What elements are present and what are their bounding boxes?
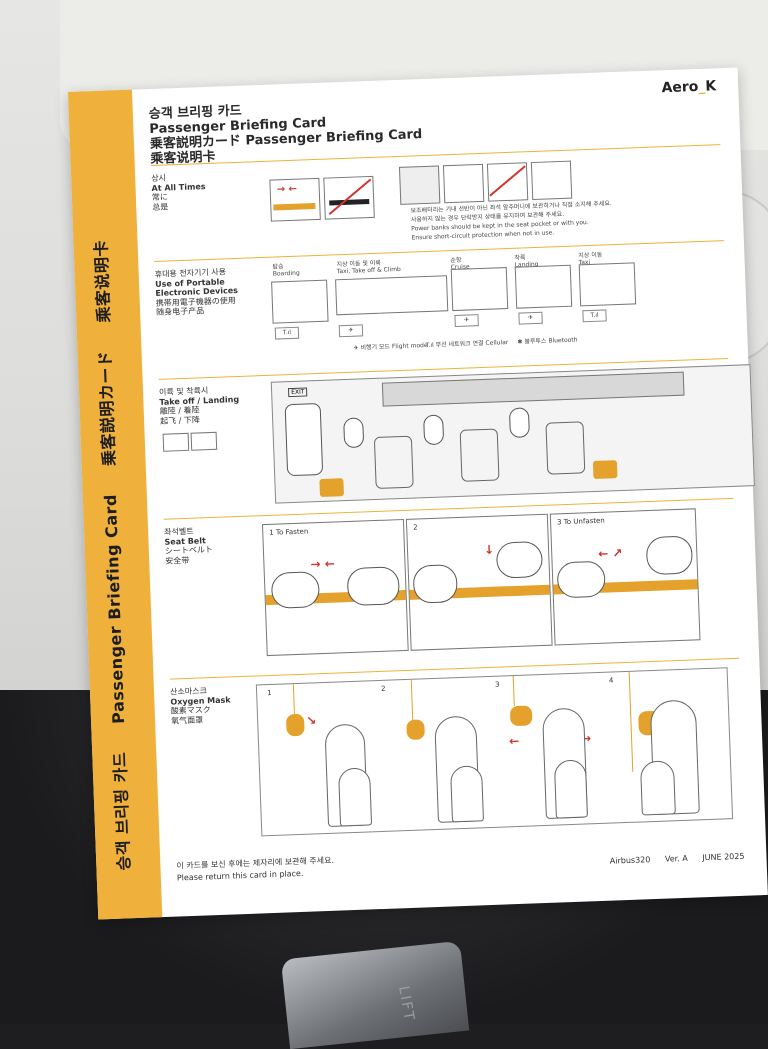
- section-title: 좌석벨트 Seat Belt シートベルト 安全带: [164, 526, 213, 566]
- bag-under-seat: [319, 478, 344, 498]
- card-version: Ver. A: [664, 853, 688, 864]
- child-figure: [553, 759, 588, 819]
- seat-belt-buckle: [280, 940, 470, 1049]
- hand: [556, 560, 606, 599]
- oxygen-mask: [285, 713, 305, 737]
- airline-logo: Aero_K: [661, 78, 717, 97]
- card-version-info: Airbus320 Ver. A JUNE 2025: [598, 852, 745, 866]
- legend-flight-mode: ✈ 비행기 모드 Flight mode: [353, 341, 428, 352]
- landing-plane-image: [514, 264, 573, 309]
- card-footer: 이 카드를 보신 후에는 제자리에 보관해 주세요. Please return…: [176, 855, 334, 885]
- hand: [412, 564, 458, 604]
- section-title: 산소마스크 Oxygen Mask 酸素マスク 氧气面罩: [170, 685, 232, 725]
- cabin-window: [343, 417, 365, 449]
- legend-ko: 무선 네트워크 연결: [435, 339, 484, 349]
- step-label: 1: [267, 688, 272, 698]
- step-label: 3: [494, 680, 500, 689]
- cabin-window: [423, 414, 445, 446]
- title-en: At All Times: [151, 181, 206, 193]
- legend-en: Cellular: [485, 339, 509, 347]
- no-power-bank-overhead-image: [323, 175, 375, 220]
- cellular-icon: T.ıl: [582, 309, 607, 323]
- child-figure: [449, 765, 485, 823]
- boarding-plane-image: [271, 279, 329, 324]
- section-takeoff-landing: 이륙 및 착륙시 Take off / Landing 離陸 / 着陸 起飞 /…: [158, 357, 755, 510]
- bag-under-seat: [592, 460, 618, 480]
- hand: [270, 571, 321, 609]
- power-bank-image: → ←: [269, 177, 321, 222]
- label-en: Boarding: [272, 269, 300, 278]
- flight-mode-icon: ✈: [518, 311, 543, 325]
- seatbelt-step-1: 1 To Fasten → ←: [261, 518, 409, 657]
- legend-cellular: T.ıl 무선 네트워크 연결 Cellular: [425, 339, 509, 350]
- cabin-seat: [373, 435, 414, 489]
- child-figure: [337, 767, 373, 827]
- cabin-illustration: EXIT: [270, 364, 755, 504]
- seatbelt-step-2: 2 ↓: [405, 513, 553, 651]
- mask-tube: [628, 671, 634, 772]
- legend-en: Bluetooth: [548, 336, 578, 345]
- section-seat-belt: 좌석벨트 Seat Belt シートベルト 安全带 1 To Fasten → …: [163, 497, 739, 670]
- step-label: 1 To Fasten: [269, 527, 309, 537]
- step-label: 2: [413, 523, 418, 532]
- taxi-plane-image: [578, 262, 637, 307]
- flight-mode-icon: ✈: [338, 324, 364, 338]
- spine-title-zh: 乘客说明卡: [91, 239, 114, 323]
- title-zh: 总是: [152, 201, 169, 212]
- title-zh: 随身电子产品: [155, 306, 205, 317]
- takeoff-plane-image: [335, 275, 449, 316]
- flight-mode-icon: ✈: [454, 314, 479, 327]
- exit-sign: EXIT: [287, 387, 308, 398]
- title-zh: 氧气面罩: [170, 714, 204, 726]
- cabin-seat: [459, 428, 500, 482]
- legend-ko: 블루투스: [524, 337, 547, 346]
- cruise-plane-image: [450, 267, 509, 312]
- takeoff-mini-icon: [162, 432, 190, 452]
- hand: [346, 566, 400, 607]
- section-at-all-times: 상시 At All Times 常に 总是 → ← 보조배터리는 기내 선반이 …: [150, 144, 724, 258]
- seat-pocket-image: [398, 165, 441, 205]
- step-label: 3 To Unfasten: [556, 516, 605, 527]
- hand: [645, 535, 694, 576]
- spine-title-ko: 승객 브리핑 카드: [110, 751, 134, 871]
- logo-main: Aero: [661, 78, 699, 97]
- section-title: 상시 At All Times 常に 总是: [151, 172, 206, 212]
- oxygen-mask: [406, 719, 425, 741]
- child-figure: [639, 760, 676, 816]
- title-ja: シートベルト: [164, 545, 214, 556]
- seatbelt-step-3: 3 To Unfasten ← ↗: [549, 508, 701, 646]
- cabin-window: [508, 407, 530, 439]
- legend-bluetooth: ✱ 블루투스 Bluetooth: [517, 336, 578, 346]
- no-bag-image: [486, 162, 529, 202]
- legend-en: Flight mode: [391, 341, 428, 351]
- cellular-icon: T.ıl: [274, 326, 300, 340]
- landing-mini-icon: [190, 431, 218, 451]
- oxygen-mask-panel: 1 2 3 4 ↘ ← →: [255, 667, 734, 837]
- exit-door: [284, 402, 324, 477]
- step-label: 4: [608, 676, 614, 685]
- title-zh: 安全带: [165, 555, 190, 566]
- card-date: JUNE 2025: [702, 851, 745, 863]
- overhead-bins: [381, 371, 685, 407]
- logo-accent: K: [705, 78, 717, 95]
- section-oxygen-mask: 산소마스크 Oxygen Mask 酸素マスク 氧气面罩 1 2 3 4 ↘ ←…: [169, 657, 746, 850]
- hand: [495, 540, 544, 579]
- seat-image: [530, 160, 573, 201]
- aircraft-type: Airbus320: [609, 855, 651, 866]
- passenger-briefing-card: 승객 브리핑 카드 Passenger Briefing Card 乗客説明カー…: [68, 67, 768, 920]
- label-en: Taxi, Take off & Climb: [336, 265, 401, 276]
- step-label: 2: [380, 684, 386, 693]
- oxygen-mask: [509, 705, 533, 727]
- section-title: 휴대용 전자기기 사용 Use of Portable Electronic D…: [155, 267, 247, 318]
- spine-title-ja: 乗客説明カード: [95, 350, 119, 467]
- cabin-seat: [545, 421, 586, 475]
- section-title: 이륙 및 착륙시 Take off / Landing 離陸 / 着陸 起飞 /…: [159, 385, 240, 426]
- section-electronics: 휴대용 전자기기 사용 Use of Portable Electronic D…: [154, 240, 728, 372]
- mask-tube: [512, 676, 515, 707]
- hand-power-bank-image: [442, 163, 485, 204]
- legend-ko: 비행기 모드: [360, 343, 391, 352]
